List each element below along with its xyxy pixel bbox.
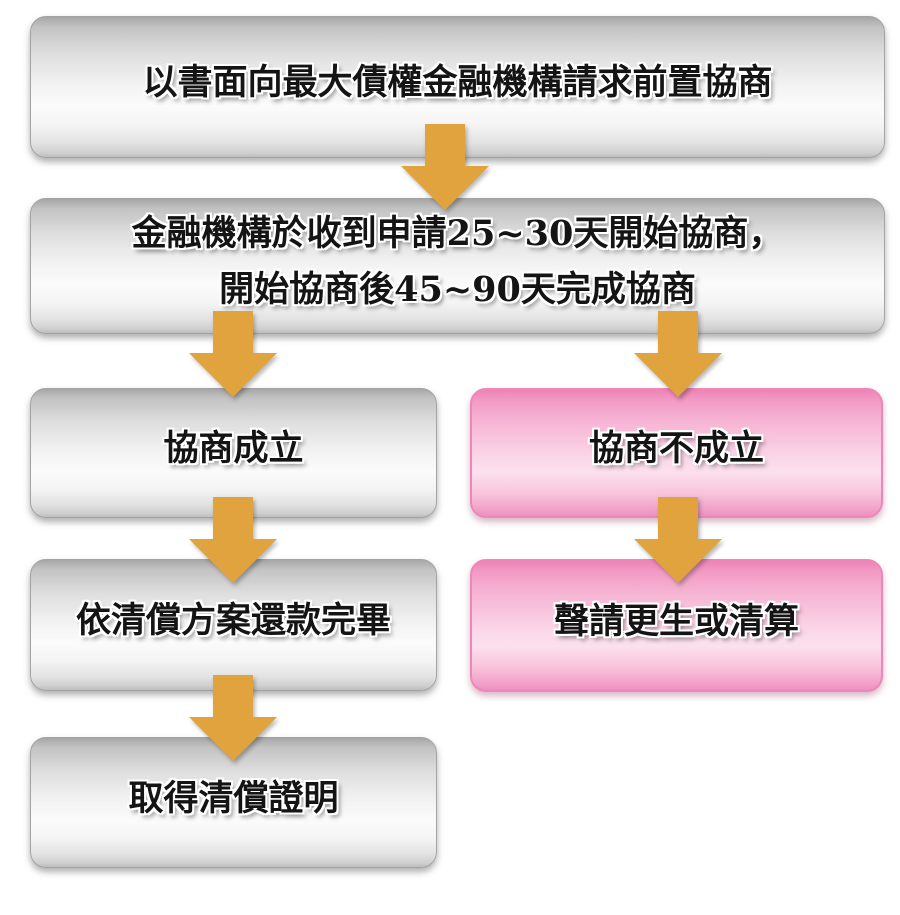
down-arrow-icon — [634, 497, 722, 583]
flow-step-negotiation-failed-label: 協商不成立 — [588, 428, 764, 469]
down-arrow-icon — [634, 311, 722, 397]
down-arrow-icon — [189, 497, 277, 583]
flow-step-negotiation-timeline-label: 金融機構於收到申請25~30天開始協商， 開始協商後45~90天完成協商 — [132, 206, 784, 318]
down-arrow-icon — [189, 675, 277, 761]
down-arrow-shape — [189, 497, 277, 583]
down-arrow-icon — [401, 124, 489, 210]
flow-step-negotiation-failed: 協商不成立 — [470, 388, 883, 518]
down-arrow-shape — [189, 311, 277, 397]
flow-step-obtain-certificate-label: 取得清償證明 — [128, 777, 339, 819]
flow-step-negotiation-timeline: 金融機構於收到申請25~30天開始協商， 開始協商後45~90天完成協商 — [30, 198, 885, 334]
down-arrow-shape — [634, 497, 722, 583]
flow-step-timeline-line-2: 開始協商後45~90天完成協商 — [219, 269, 696, 310]
flow-step-written-request-label: 以書面向最大債權金融機構請求前置協商 — [142, 62, 773, 103]
flow-step-repayment-complete-label: 依清償方案還款完畢 — [75, 600, 391, 641]
down-arrow-icon — [189, 311, 277, 397]
down-arrow-shape — [401, 124, 489, 210]
flow-step-apply-rebirth-or-liquidation-label: 聲請更生或清算 — [553, 600, 799, 642]
down-arrow-shape — [189, 675, 277, 761]
flow-step-negotiation-success-label: 協商成立 — [163, 428, 304, 469]
flow-step-timeline-line-1: 金融機構於收到申請25~30天開始協商， — [131, 213, 784, 254]
down-arrow-shape — [634, 311, 722, 397]
